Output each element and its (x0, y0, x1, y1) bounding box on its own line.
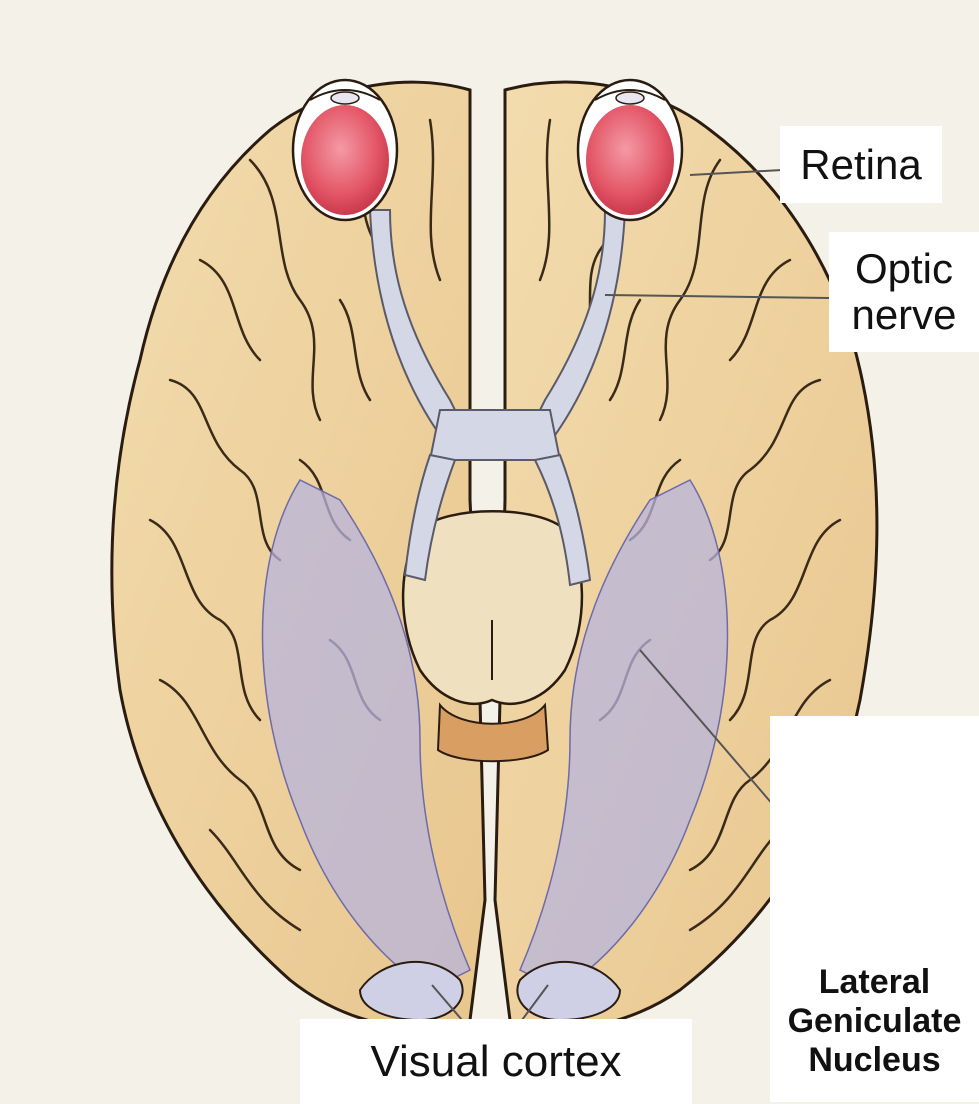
lgn-label-line-3: Nucleus (808, 1041, 940, 1080)
left-retina (301, 105, 389, 215)
optic-nerve-label-line-2: nerve (851, 292, 956, 338)
right-retina (586, 105, 674, 215)
optic-nerve-label-line-1: Optic (855, 246, 953, 292)
left-eye (293, 80, 397, 220)
lgn-label-line-1: Lateral (819, 963, 931, 1002)
lateral-geniculate-nucleus-label: Lateral Geniculate Nucleus (770, 716, 979, 1102)
retina-label-text: Retina (800, 141, 921, 189)
optic-nerve-label: Optic nerve (829, 232, 979, 352)
lgn-label-line-2: Geniculate (788, 1002, 962, 1041)
visual-cortex-label: Visual cortex (300, 1019, 692, 1104)
visual-cortex-label-text: Visual cortex (370, 1037, 621, 1087)
retina-label: Retina (780, 126, 942, 203)
right-eye (578, 80, 682, 220)
optic-chiasm (430, 410, 560, 460)
